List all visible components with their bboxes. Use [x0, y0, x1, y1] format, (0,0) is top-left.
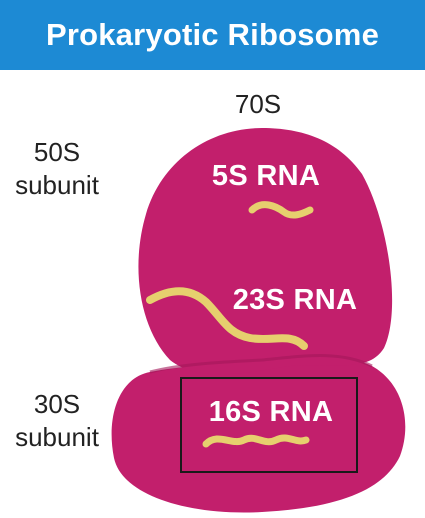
- rna-23s-strand: [146, 287, 308, 350]
- highlight-box-16s: [180, 377, 358, 473]
- ribosome-70s-label: 70S: [234, 89, 282, 119]
- page-title: Prokaryotic Ribosome: [45, 17, 380, 52]
- rna-5s-label: 5S RNA: [211, 160, 321, 192]
- ribosome-illustration: [111, 128, 406, 513]
- rna-16s-strand: [202, 434, 310, 448]
- small-subunit-shape: [111, 357, 406, 513]
- large-subunit-label: 50S subunit: [2, 136, 112, 202]
- large-subunit-value: 50S: [33, 137, 81, 167]
- rna-5s-strand: [248, 201, 314, 219]
- rna-16s-label: 16S RNA: [208, 396, 334, 428]
- rna-23s-label: 23S RNA: [232, 284, 358, 316]
- small-subunit-value: 30S: [33, 389, 81, 419]
- small-subunit-word: subunit: [15, 422, 99, 452]
- large-subunit-shape: [138, 128, 393, 375]
- small-subunit-label: 30S subunit: [2, 388, 112, 454]
- title-banner: Prokaryotic Ribosome: [0, 0, 425, 70]
- ribosome-diagram: 70S 50S subunit 30S subunit 5S RNA 23S R…: [0, 70, 425, 518]
- subunit-seam: [149, 354, 373, 374]
- large-subunit-word: subunit: [15, 170, 99, 200]
